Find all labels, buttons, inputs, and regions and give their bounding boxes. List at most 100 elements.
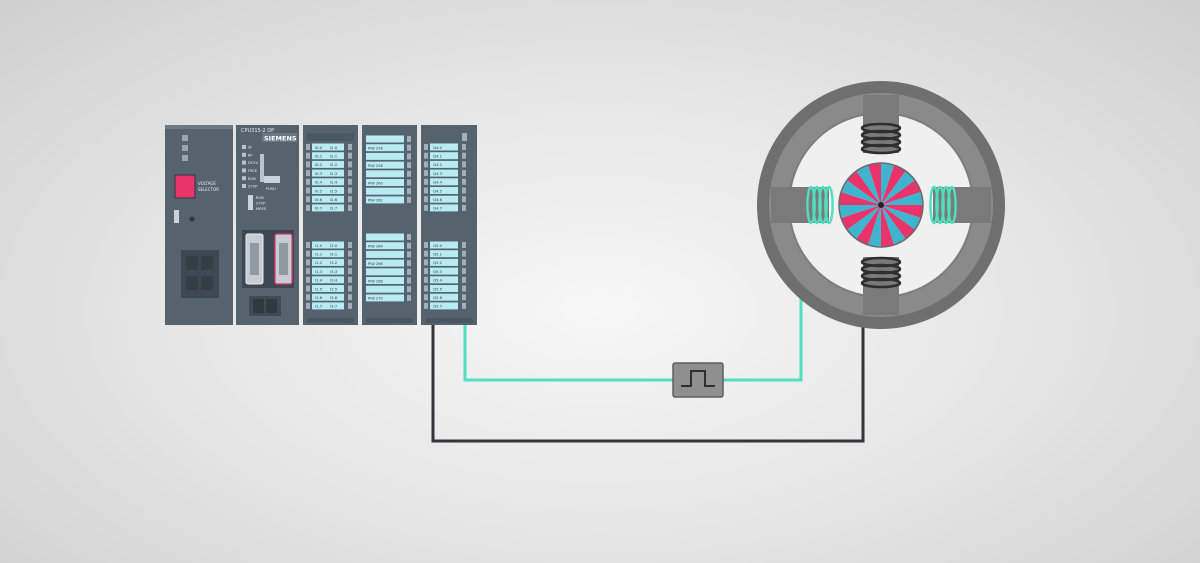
- status-led: [462, 144, 466, 150]
- channel-led: [407, 179, 411, 186]
- do-address: Q4.6: [433, 197, 443, 202]
- cpu-led: [242, 168, 246, 173]
- channel-label: [366, 285, 404, 293]
- status-led: [424, 259, 428, 266]
- status-led: [462, 161, 466, 168]
- memory-card-eject[interactable]: [264, 176, 280, 183]
- di-address: I2.1: [330, 154, 338, 159]
- status-led: [306, 276, 310, 283]
- channel-led: [407, 196, 411, 203]
- psu-label-line2: SELECTOR: [198, 187, 219, 192]
- output-label: [430, 276, 458, 284]
- status-led: [348, 268, 352, 275]
- address-label: [312, 152, 344, 160]
- channel-label: [366, 277, 404, 284]
- rotor-segment: [881, 171, 915, 205]
- channel-label: [366, 144, 404, 152]
- channel-led: [407, 242, 411, 249]
- channel-led: [407, 286, 411, 293]
- rotor-segment: [881, 165, 906, 205]
- status-led: [424, 242, 428, 248]
- status-led: [424, 170, 428, 177]
- do-address: Q4.1: [433, 154, 443, 159]
- ai-channel: PIW 258: [368, 164, 383, 168]
- cpu-led-label: STOP: [248, 185, 258, 189]
- psu-led: [182, 135, 188, 141]
- cpu-mode-label: MRES: [256, 207, 267, 211]
- address-label: [312, 250, 344, 258]
- rotor-segment: [881, 205, 906, 245]
- cpu-led-label: FRCE: [248, 169, 258, 173]
- mode-selector-switch[interactable]: [248, 195, 253, 210]
- di-address: I2.3: [330, 171, 338, 176]
- output-label: [430, 143, 458, 151]
- status-led: [306, 259, 310, 266]
- channel-label: [366, 268, 404, 276]
- output-label: [430, 169, 458, 177]
- output-label: [430, 160, 458, 168]
- di-address: I1.6: [315, 295, 323, 300]
- psu-led: [182, 145, 188, 151]
- di-address: I1.2: [315, 260, 323, 265]
- rotor-segment: [881, 205, 921, 230]
- status-led: [348, 144, 352, 150]
- status-led: [348, 285, 352, 292]
- channel-led: [407, 268, 411, 275]
- do-address: Q5.3: [433, 269, 443, 274]
- channel-label: [366, 259, 404, 267]
- do-address: Q5.6: [433, 295, 443, 300]
- do-address: Q4.0: [433, 145, 443, 150]
- cpu-led-label: BF: [248, 153, 253, 157]
- rotor-segment: [881, 205, 894, 247]
- channel-label: [366, 233, 404, 241]
- rotor-segment: [881, 180, 921, 205]
- status-led: [348, 294, 352, 301]
- stepper-motor: [757, 81, 1005, 329]
- address-label: [312, 178, 344, 186]
- status-led: [424, 161, 428, 168]
- di-address: I0.3: [315, 171, 323, 176]
- address-label: [312, 187, 344, 194]
- status-led: [306, 152, 310, 159]
- ground-terminal-icon: [189, 216, 195, 222]
- di-address: I0.4: [315, 180, 323, 185]
- di-address: I1.7: [315, 304, 323, 309]
- di-address: I3.4: [330, 278, 338, 283]
- channel-led: [407, 144, 411, 151]
- status-led: [424, 276, 428, 283]
- coil-top: [860, 122, 902, 155]
- channel-label: [366, 170, 404, 178]
- output-label: [430, 204, 458, 212]
- output-label: [430, 187, 458, 194]
- status-led: [462, 259, 466, 266]
- rotor-segment: [868, 163, 881, 205]
- status-led: [348, 161, 352, 168]
- voltage-selector-switch[interactable]: [174, 174, 196, 199]
- rotor: [838, 162, 924, 248]
- cpu-led: [242, 184, 246, 188]
- address-label: [312, 204, 344, 212]
- status-led: [348, 250, 352, 257]
- output-label: [430, 293, 458, 301]
- cpu-led-label: RUN: [248, 177, 256, 181]
- di-address: I2.0: [330, 145, 338, 150]
- di-address: I0.5: [315, 188, 323, 193]
- status-led: [424, 196, 428, 203]
- channel-label: [366, 179, 404, 186]
- output-label: [430, 195, 458, 203]
- status-led: [462, 242, 466, 248]
- rotor-segment: [841, 205, 881, 230]
- cpu-led: [242, 145, 246, 149]
- status-led: [306, 250, 310, 257]
- status-led: [306, 268, 310, 275]
- di-address: I1.5: [315, 286, 323, 291]
- digital-output-module: Q4.0Q4.1Q4.2Q4.3Q4.4Q4.5Q4.6Q4.7Q5.0Q5.1…: [421, 125, 477, 325]
- status-led: [462, 294, 466, 301]
- output-label: [430, 152, 458, 160]
- status-led: [306, 294, 310, 301]
- power-switch[interactable]: [174, 210, 179, 223]
- status-led: [348, 242, 352, 248]
- signal-wire-plc-to-pulse: [463, 320, 675, 382]
